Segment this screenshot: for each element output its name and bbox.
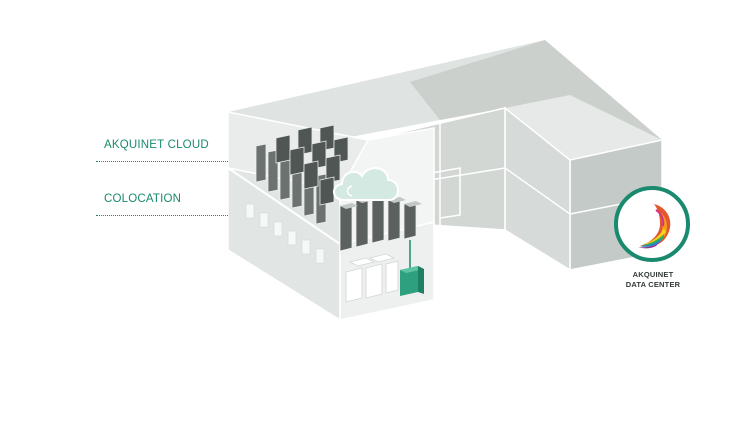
cloud-leader-line xyxy=(96,161,228,162)
right-wing-side-floor-line xyxy=(504,167,571,215)
cloud-icon xyxy=(333,167,399,201)
left-wall-windows xyxy=(245,203,325,264)
colocation-leader-line xyxy=(96,215,228,216)
cutaway-floor-slab xyxy=(227,167,341,245)
data-center-badge xyxy=(614,186,690,262)
colocation-floor-label: COLOCATION xyxy=(104,193,182,205)
badge-subtitle: DATA CENTER xyxy=(625,280,681,289)
right-wing-roof xyxy=(505,95,662,160)
green-rack xyxy=(400,266,424,296)
badge-title: AKQUINET xyxy=(632,270,674,279)
akquinet-swoosh-logo-icon xyxy=(638,204,671,249)
cloud-floor-label: AKQUINET CLOUD xyxy=(104,139,209,151)
middle-wall-door xyxy=(419,167,461,219)
colocation-racks xyxy=(345,253,399,303)
server-racks xyxy=(255,124,422,252)
